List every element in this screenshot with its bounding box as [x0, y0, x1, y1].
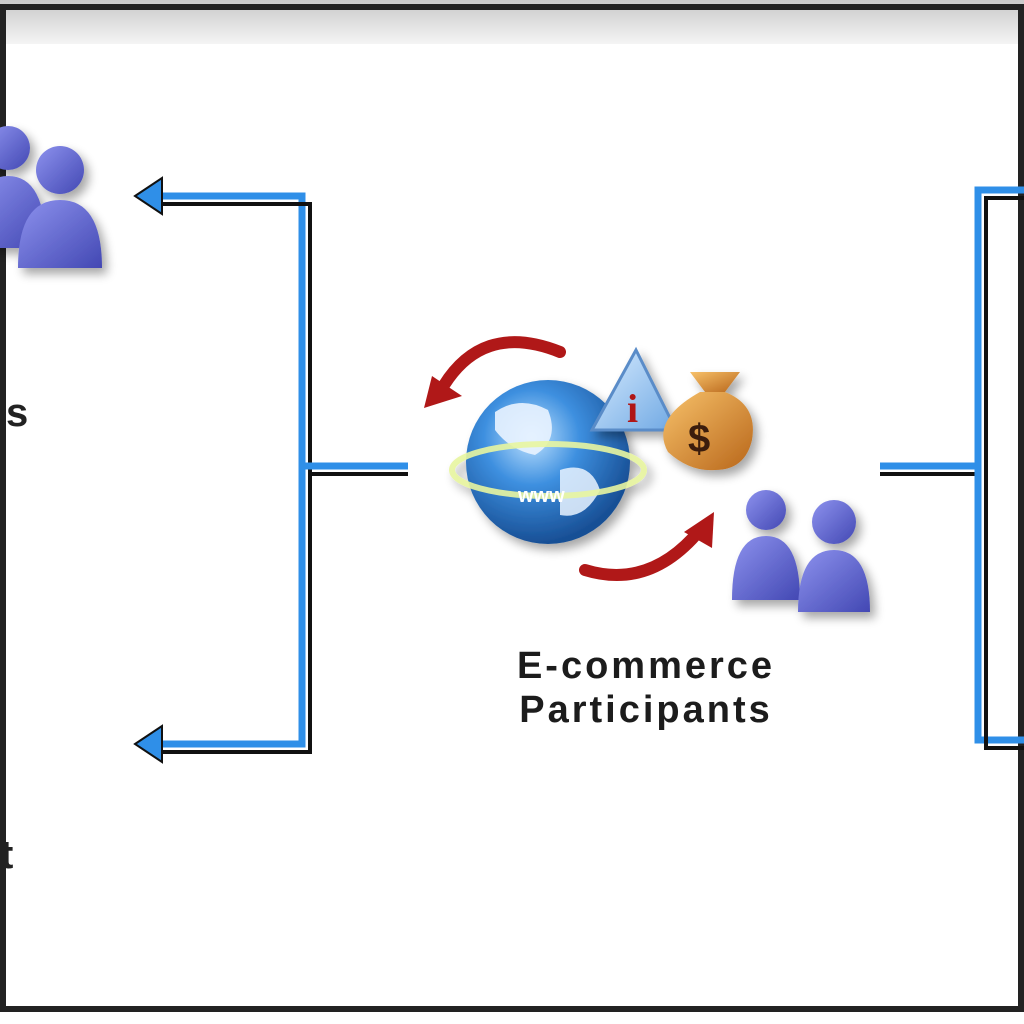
people-group-icon: [0, 126, 102, 268]
left-bracket-connector: [152, 192, 408, 754]
cycle-arrow-top-head-icon: [424, 376, 462, 408]
arrow-left-top-icon: [133, 176, 163, 216]
center-label-line1: E-commerce: [517, 645, 775, 687]
info-triangle-icon: i: [589, 346, 679, 432]
outer-frame: [0, 4, 1024, 1012]
center-people-group-icon: [732, 490, 870, 612]
left-bottom-label-fragment: t: [0, 833, 13, 877]
globe-icon: www: [449, 380, 647, 544]
right-bracket-connector: [880, 186, 1024, 750]
cycle-arrow-top-icon: [434, 336, 566, 398]
money-symbol: $: [688, 417, 710, 461]
arrow-left-bottom-icon: [133, 724, 163, 764]
info-symbol: i: [627, 386, 638, 431]
left-top-label-fragment: s: [6, 391, 28, 435]
globe-www-text: www: [517, 485, 565, 507]
cycle-arrow-bottom-head-icon: [684, 512, 714, 548]
cycle-arrow-bottom-icon: [579, 524, 706, 581]
money-bag-icon: $: [663, 372, 753, 471]
center-label-line2: Participants: [519, 689, 773, 731]
